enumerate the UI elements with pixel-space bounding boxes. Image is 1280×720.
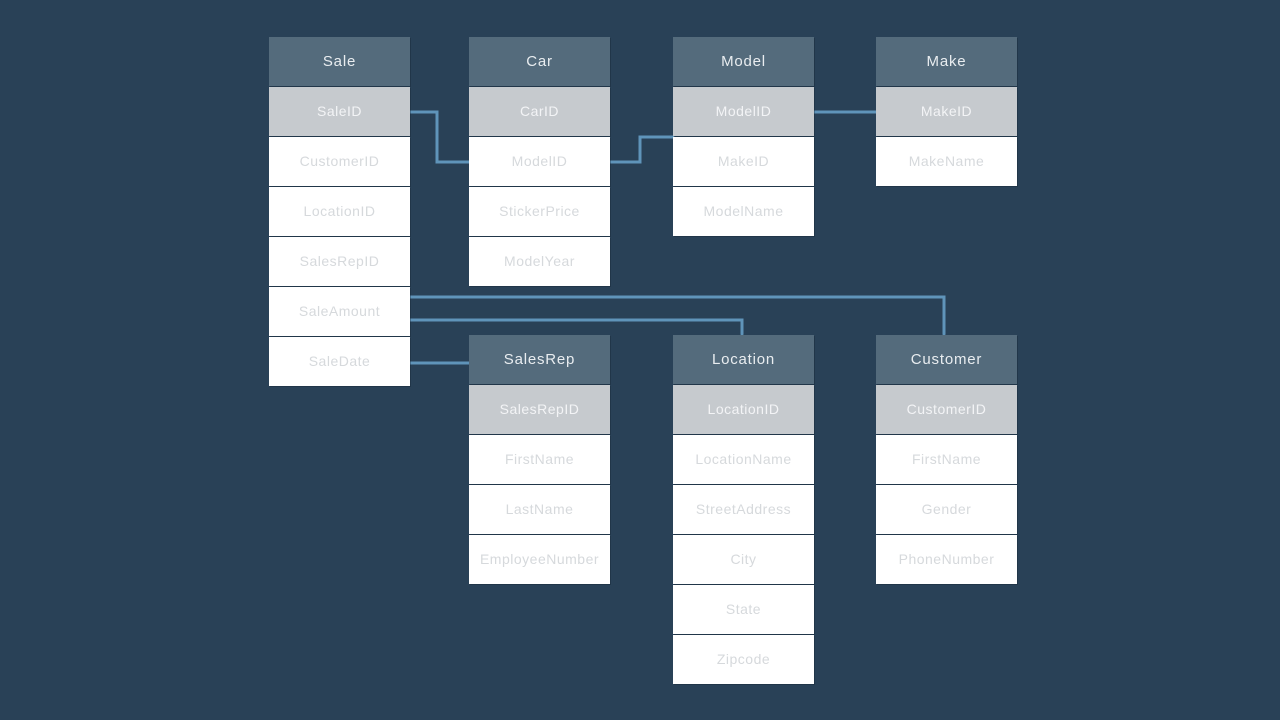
connector-sale-car — [408, 110, 471, 164]
table-location: Location LocationID LocationName StreetA… — [673, 335, 814, 685]
table-make: Make MakeID MakeName — [876, 37, 1017, 187]
table-make-field-makename: MakeName — [876, 137, 1017, 186]
table-sale-field-saleid: SaleID — [269, 87, 410, 136]
table-car: Car CarID ModelID StickerPrice ModelYear — [469, 37, 610, 287]
connector-sale-location — [408, 318, 744, 336]
table-salesrep-field-employeenumber: EmployeeNumber — [469, 535, 610, 584]
table-make-header: Make — [876, 37, 1017, 86]
table-car-field-stickerprice: StickerPrice — [469, 187, 610, 236]
table-sale-header: Sale — [269, 37, 410, 86]
table-car-header: Car — [469, 37, 610, 86]
table-car-field-modelyear: ModelYear — [469, 237, 610, 286]
table-car-field-modelid: ModelID — [469, 137, 610, 186]
table-customer-field-phonenumber: PhoneNumber — [876, 535, 1017, 584]
table-sale-field-saleamount: SaleAmount — [269, 287, 410, 336]
table-customer-field-firstname: FirstName — [876, 435, 1017, 484]
table-sale-field-saledate: SaleDate — [269, 337, 410, 386]
table-salesrep-field-salesrepid: SalesRepID — [469, 385, 610, 434]
table-customer-header: Customer — [876, 335, 1017, 384]
table-location-field-locationid: LocationID — [673, 385, 814, 434]
connector-car-model — [608, 135, 675, 164]
table-model: Model ModelID MakeID ModelName — [673, 37, 814, 237]
table-location-header: Location — [673, 335, 814, 384]
table-model-header: Model — [673, 37, 814, 86]
table-make-field-makeid: MakeID — [876, 87, 1017, 136]
table-customer: Customer CustomerID FirstName Gender Pho… — [876, 335, 1017, 585]
table-salesrep: SalesRep SalesRepID FirstName LastName E… — [469, 335, 610, 585]
table-sale-field-customerid: CustomerID — [269, 137, 410, 186]
table-sale-field-locationid: LocationID — [269, 187, 410, 236]
table-location-field-state: State — [673, 585, 814, 634]
table-location-field-zipcode: Zipcode — [673, 635, 814, 684]
table-model-field-modelname: ModelName — [673, 187, 814, 236]
table-sale-field-salesrepid: SalesRepID — [269, 237, 410, 286]
table-location-field-streetaddress: StreetAddress — [673, 485, 814, 534]
table-customer-field-gender: Gender — [876, 485, 1017, 534]
table-salesrep-field-firstname: FirstName — [469, 435, 610, 484]
table-customer-field-customerid: CustomerID — [876, 385, 1017, 434]
table-location-field-locationname: LocationName — [673, 435, 814, 484]
connector-sale-customer — [408, 295, 946, 336]
table-car-field-carid: CarID — [469, 87, 610, 136]
table-salesrep-header: SalesRep — [469, 335, 610, 384]
table-model-field-modelid: ModelID — [673, 87, 814, 136]
table-location-field-city: City — [673, 535, 814, 584]
table-model-field-makeid: MakeID — [673, 137, 814, 186]
table-salesrep-field-lastname: LastName — [469, 485, 610, 534]
table-sale: Sale SaleID CustomerID LocationID SalesR… — [269, 37, 410, 387]
